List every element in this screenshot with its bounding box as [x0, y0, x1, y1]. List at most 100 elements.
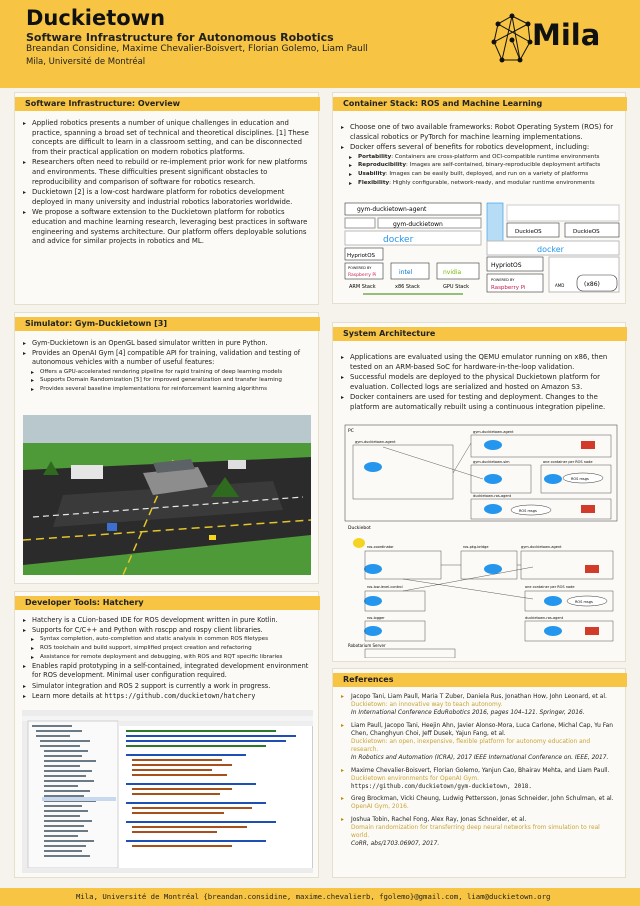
system-panel: System Architecture Applications are eva…: [332, 322, 627, 662]
overview-list: Applied robotics presents a number of un…: [23, 119, 310, 248]
hypriot-label: HypriotOS: [347, 253, 376, 259]
svg-text:gym-duckietown-sim: gym-duckietown-sim: [473, 460, 510, 464]
svg-text:POWERED BY: POWERED BY: [348, 266, 372, 270]
container-title: Container Stack: ROS and Machine Learnin…: [333, 97, 627, 111]
list-item: Provides several baseline implementation…: [31, 386, 310, 394]
svg-text:gym-duckietown-agent: gym-duckietown-agent: [521, 545, 562, 549]
list-item: Simulator integration and ROS 2 support …: [23, 682, 310, 691]
ide-screenshot: [22, 710, 313, 873]
nvidia-label: nvidia: [443, 269, 461, 276]
overview-panel: Software Infrastructure: Overview Applie…: [14, 92, 320, 305]
arm-stack-label: ARM Stack: [349, 284, 376, 290]
list-item: Docker containers are used for testing a…: [341, 393, 617, 412]
list-item: Supports for C/C++ and Python with roscp…: [23, 626, 310, 635]
devtools-panel: Developer Tools: Hatchery Hatchery is a …: [14, 591, 320, 878]
reference-item: ▸Jacopo Tani, Liam Paull, Maria T Zuber,…: [341, 694, 607, 717]
x86-badge: (x86): [584, 281, 600, 288]
list-item: Provides an OpenAI Gym [4] compatible AP…: [23, 349, 310, 367]
agent-label: gym-duckietown-agent: [357, 206, 427, 213]
overview-title: Software Infrastructure: Overview: [15, 97, 320, 111]
svg-text:PC: PC: [348, 428, 354, 434]
gym-label: gym-duckietown: [393, 221, 443, 228]
svg-text:ROS msgs: ROS msgs: [571, 477, 589, 481]
poster-affiliation: Mila, Université de Montréal: [26, 57, 146, 67]
simulator-panel: Simulator: Gym-Duckietown [3] Gym-Duckie…: [14, 312, 320, 584]
reference-item: ▸Joshua Tobin, Rachel Fong, Alex Ray, Jo…: [341, 816, 600, 848]
svg-text:Raspberry Pi: Raspberry Pi: [491, 285, 526, 291]
hatchery-link[interactable]: https://github.com/duckietown/hatchery: [104, 691, 256, 700]
svg-text:ros-low-level-control: ros-low-level-control: [367, 585, 403, 589]
poster-authors: Breandan Considine, Maxime Chevalier-Boi…: [26, 44, 368, 54]
svg-text:docker: docker: [537, 245, 565, 254]
rpi-label: Raspberry Pi: [348, 272, 376, 278]
container-panel: Container Stack: ROS and Machine Learnin…: [332, 92, 627, 304]
svg-text:duckietown-ros-agent: duckietown-ros-agent: [473, 494, 512, 498]
duckieos-label: DuckieOS: [515, 229, 542, 235]
learn-more-label: Learn more details at: [32, 691, 103, 700]
reference-item: ▸Liam Paull, Jacopo Tani, Heejin Ahn, Ja…: [341, 722, 613, 762]
list-item: Flexibility: Highly configurable, networ…: [349, 180, 617, 188]
references-list: ▸Jacopo Tani, Liam Paull, Maria T Zuber,…: [341, 693, 617, 852]
mila-logo-text: Mila: [532, 18, 601, 52]
docker-label: docker: [383, 235, 414, 245]
list-item: Syntax completion, auto-completion and s…: [31, 636, 310, 644]
reference-item: ▸Greg Brockman, Vicki Cheung, Ludwig Pet…: [341, 796, 614, 811]
list-item: Gym-Duckietown is an OpenGL based simula…: [23, 339, 310, 348]
poster-footer: Mila, Université de Montréal {breandan.c…: [0, 888, 640, 906]
svg-text:Robotarium Server: Robotarium Server: [348, 643, 386, 648]
list-item: Researchers often need to rebuild or re-…: [23, 158, 310, 187]
list-item: Reproducibility: Images are self-contain…: [349, 162, 617, 170]
poster-subtitle: Software Infrastructure for Autonomous R…: [26, 31, 334, 44]
list-item: Docker offers several of benefits for ro…: [341, 143, 617, 153]
poster-title: Duckietown: [26, 6, 166, 30]
svg-text:DuckieOS: DuckieOS: [573, 229, 600, 235]
references-panel: References ▸Jacopo Tani, Liam Paull, Mar…: [332, 668, 627, 878]
gpu-stack-label: GPU Stack: [443, 284, 469, 290]
svg-text:ROS msgs: ROS msgs: [519, 509, 537, 513]
svg-text:one container per ROS node: one container per ROS node: [543, 460, 593, 464]
svg-text:POWERED BY: POWERED BY: [491, 278, 515, 282]
system-list: Applications are evaluated using the QEM…: [341, 353, 617, 414]
list-item: Supports Domain Randomization [5] for im…: [31, 377, 310, 385]
references-title: References: [333, 673, 627, 687]
list-item: Successful models are deployed to the ph…: [341, 373, 617, 392]
list-item: Choose one of two available frameworks: …: [341, 123, 617, 142]
svg-text:ROS msgs: ROS msgs: [575, 600, 593, 604]
container-stack-diagram: gym-duckietown-agent gym-duckietown dock…: [344, 202, 482, 295]
list-item: Offers a GPU-accelerated rendering pipel…: [31, 369, 310, 377]
svg-text:gym-duckietown-agent: gym-duckietown-agent: [355, 440, 396, 444]
svg-text:duckietown-ros-agent: duckietown-ros-agent: [525, 616, 564, 620]
list-item: ROS toolchain and build support, simplif…: [31, 645, 310, 653]
svg-text:ros-pkg-bridge: ros-pkg-bridge: [463, 545, 489, 549]
devtools-text: Hatchery is a CLion-based IDE for ROS de…: [23, 616, 310, 702]
svg-text:HypriotOS: HypriotOS: [491, 262, 522, 269]
list-item: Applications are evaluated using the QEM…: [341, 353, 617, 372]
list-item: Portability: Containers are cross-platfo…: [349, 154, 617, 162]
container-stack-diagram-2: DuckieOS DuckieOS docker HypriotOS POWER…: [486, 202, 620, 293]
mila-logo-icon: [491, 13, 533, 63]
list-item: Enables rapid prototyping in a self-cont…: [23, 662, 310, 680]
amd-label: AMD: [555, 283, 564, 288]
list-item: We propose a software extension to the D…: [23, 208, 310, 246]
reference-item: ▸Maxime Chevalier-Boisvert, Florian Gole…: [341, 767, 610, 791]
simulator-screenshot: [23, 415, 311, 575]
simulator-text: Gym-Duckietown is an OpenGL based simula…: [23, 339, 310, 394]
poster-header: Duckietown Software Infrastructure for A…: [0, 0, 640, 88]
list-item: Hatchery is a CLion-based IDE for ROS de…: [23, 616, 310, 625]
svg-text:ros-logger: ros-logger: [367, 616, 385, 620]
simulator-title: Simulator: Gym-Duckietown [3]: [15, 317, 320, 331]
x86-stack-label: x86 Stack: [395, 284, 420, 290]
svg-text:gym-duckietown-agent: gym-duckietown-agent: [473, 430, 514, 434]
svg-text:Duckiebot: Duckiebot: [348, 525, 371, 531]
svg-text:one container per ROS node: one container per ROS node: [525, 585, 575, 589]
intel-label: intel: [399, 269, 413, 276]
list-item: Applied robotics presents a number of un…: [23, 119, 310, 157]
system-architecture-diagram: PC gym-duckietown-agent gym-duckietown-a…: [344, 424, 618, 658]
devtools-title: Developer Tools: Hatchery: [15, 596, 320, 610]
list-item: Usability: Images can be easily built, d…: [349, 171, 617, 179]
svg-text:ros-coordinator: ros-coordinator: [367, 545, 394, 549]
list-item: Assistance for remote deployment and deb…: [31, 654, 310, 662]
list-item: Learn more details at https://github.com…: [23, 692, 310, 701]
container-text: Choose one of two available frameworks: …: [341, 123, 617, 188]
list-item: Duckietown [2] is a low-cost hardware pl…: [23, 188, 310, 207]
